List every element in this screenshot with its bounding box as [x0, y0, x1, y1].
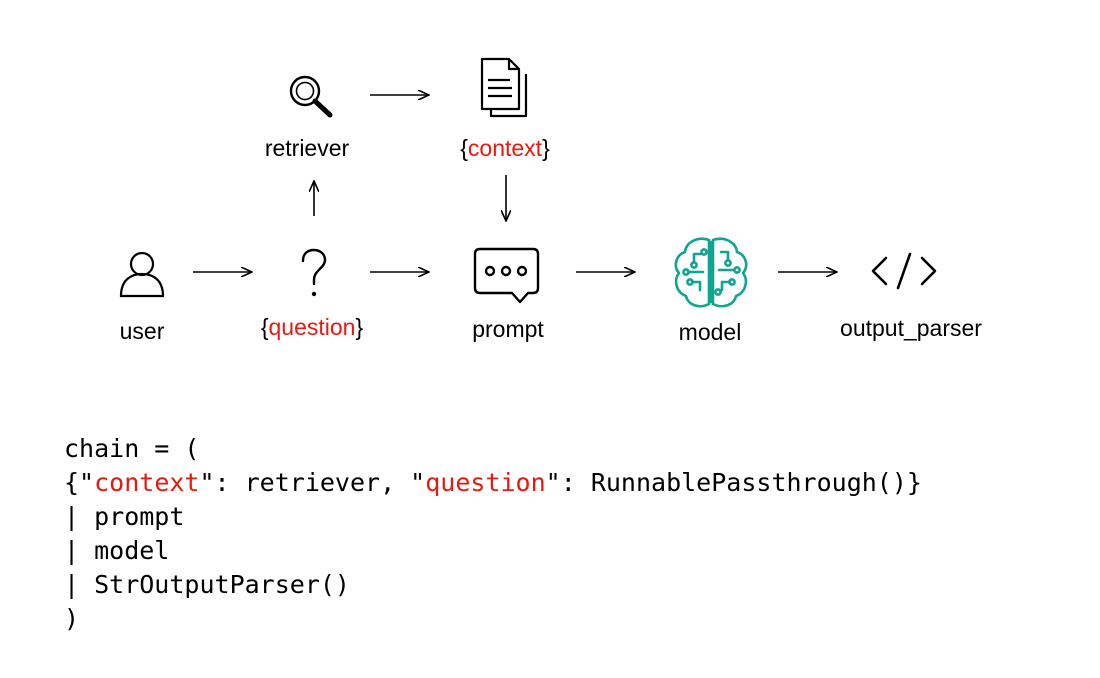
context-open-brace: { [460, 135, 468, 161]
question-word: question [268, 314, 356, 340]
code-line-2-part-c: ": RunnablePassthrough()} [545, 468, 922, 497]
chat-bubble-icon [473, 247, 540, 304]
node-label-context: {context} [460, 135, 550, 162]
node-label-retriever: retriever [264, 135, 350, 161]
code-line-4: | model [64, 536, 170, 565]
magnifier-icon [289, 75, 333, 118]
question-mark-icon [301, 248, 327, 297]
code-line-1: chain = ( [64, 434, 200, 463]
code-line-3: | prompt [64, 502, 185, 531]
node-label-model: model [678, 319, 742, 345]
rag-chain-diagram: retriever {context} user {question} prom… [119, 57, 982, 345]
node-label-prompt: prompt [472, 316, 544, 342]
brain-circuit-icon [674, 237, 748, 308]
node-label-question: {question} [261, 314, 363, 341]
node-label-output-parser: output_parser [840, 315, 982, 341]
node-label-user: user [119, 318, 165, 344]
context-close-brace: } [542, 135, 550, 161]
diagram-graphics [119, 57, 937, 308]
code-icon [871, 252, 937, 290]
question-open-brace: { [260, 314, 269, 340]
code-line-2-part-b: ": retriever, " [199, 468, 426, 497]
code-block: chain = ( {"context": retriever, "questio… [64, 432, 922, 636]
code-line-2: {"context": retriever, "question": Runna… [64, 466, 922, 500]
code-line-6: ) [64, 604, 80, 633]
code-line-2-part-a: {" [64, 468, 95, 497]
question-close-brace: } [355, 314, 364, 340]
code-context-key: context [94, 468, 200, 497]
document-icon [480, 57, 528, 118]
context-word: context [467, 135, 543, 161]
user-icon [119, 251, 165, 298]
code-line-5: | StrOutputParser() [64, 570, 350, 599]
code-question-key: question [425, 468, 546, 497]
